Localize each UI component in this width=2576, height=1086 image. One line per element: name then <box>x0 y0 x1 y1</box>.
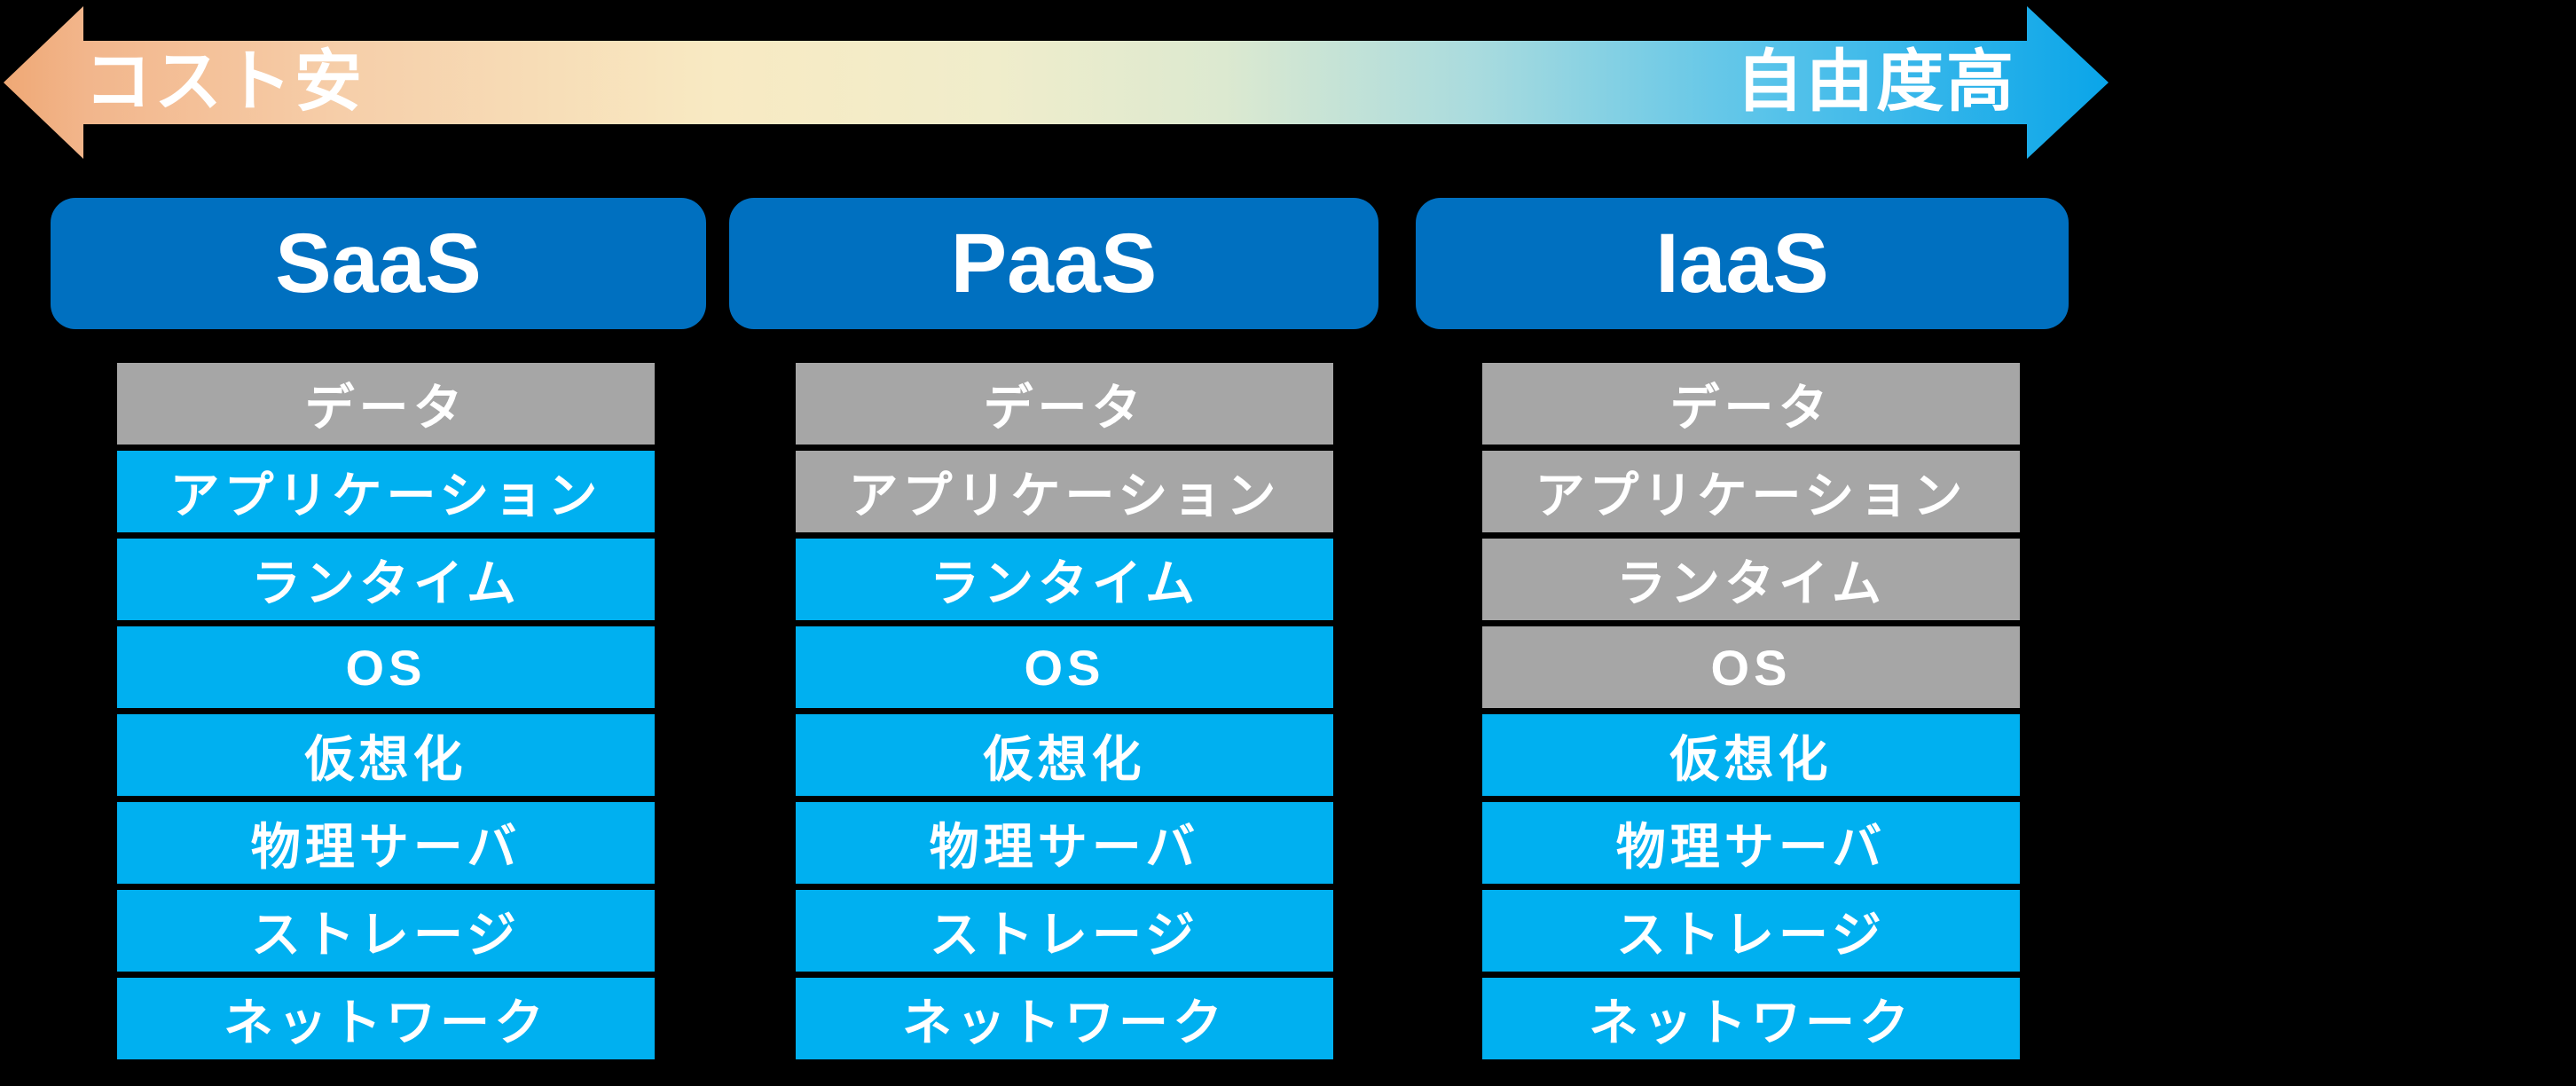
layer-iaas-network: ネットワーク <box>1482 978 2020 1059</box>
layer-iaas-physical-server: 物理サーバ <box>1482 802 2020 884</box>
layer-paas-network: ネットワーク <box>796 978 1333 1059</box>
low-cost-label: コスト安 <box>84 44 365 120</box>
layer-paas-physical-server: 物理サーバ <box>796 802 1333 884</box>
layer-saas-physical-server: 物理サーバ <box>117 802 655 884</box>
layer-paas-storage: ストレージ <box>796 890 1333 972</box>
stack-paas: データ アプリケーション ランタイム OS 仮想化 物理サーバ ストレージ ネッ… <box>796 363 1333 1059</box>
header-paas: PaaS <box>729 198 1378 329</box>
layer-paas-os: OS <box>796 626 1333 708</box>
layer-saas-os: OS <box>117 626 655 708</box>
layer-iaas-storage: ストレージ <box>1482 890 2020 972</box>
layer-saas-data: データ <box>117 363 655 445</box>
stack-saas: データ アプリケーション ランタイム OS 仮想化 物理サーバ ストレージ ネッ… <box>117 363 655 1059</box>
layer-paas-data: データ <box>796 363 1333 445</box>
layer-iaas-data: データ <box>1482 363 2020 445</box>
layer-iaas-runtime: ランタイム <box>1482 539 2020 620</box>
layer-saas-runtime: ランタイム <box>117 539 655 620</box>
double-arrow-shape <box>4 6 2109 159</box>
high-freedom-label: 自由度高 <box>1736 44 2016 120</box>
layer-iaas-application: アプリケーション <box>1482 451 2020 532</box>
layer-saas-application: アプリケーション <box>117 451 655 532</box>
layer-saas-network: ネットワーク <box>117 978 655 1059</box>
layer-paas-application: アプリケーション <box>796 451 1333 532</box>
layer-iaas-virtualization: 仮想化 <box>1482 714 2020 796</box>
header-iaas: IaaS <box>1416 198 2069 329</box>
layer-saas-storage: ストレージ <box>117 890 655 972</box>
layer-saas-virtualization: 仮想化 <box>117 714 655 796</box>
cost-freedom-scale-arrow: コスト安 自由度高 <box>0 0 2576 169</box>
layer-paas-runtime: ランタイム <box>796 539 1333 620</box>
header-saas: SaaS <box>51 198 706 329</box>
stack-iaas: データ アプリケーション ランタイム OS 仮想化 物理サーバ ストレージ ネッ… <box>1482 363 2020 1059</box>
double-arrow-polygon <box>4 6 2109 159</box>
layer-iaas-os: OS <box>1482 626 2020 708</box>
layer-paas-virtualization: 仮想化 <box>796 714 1333 796</box>
